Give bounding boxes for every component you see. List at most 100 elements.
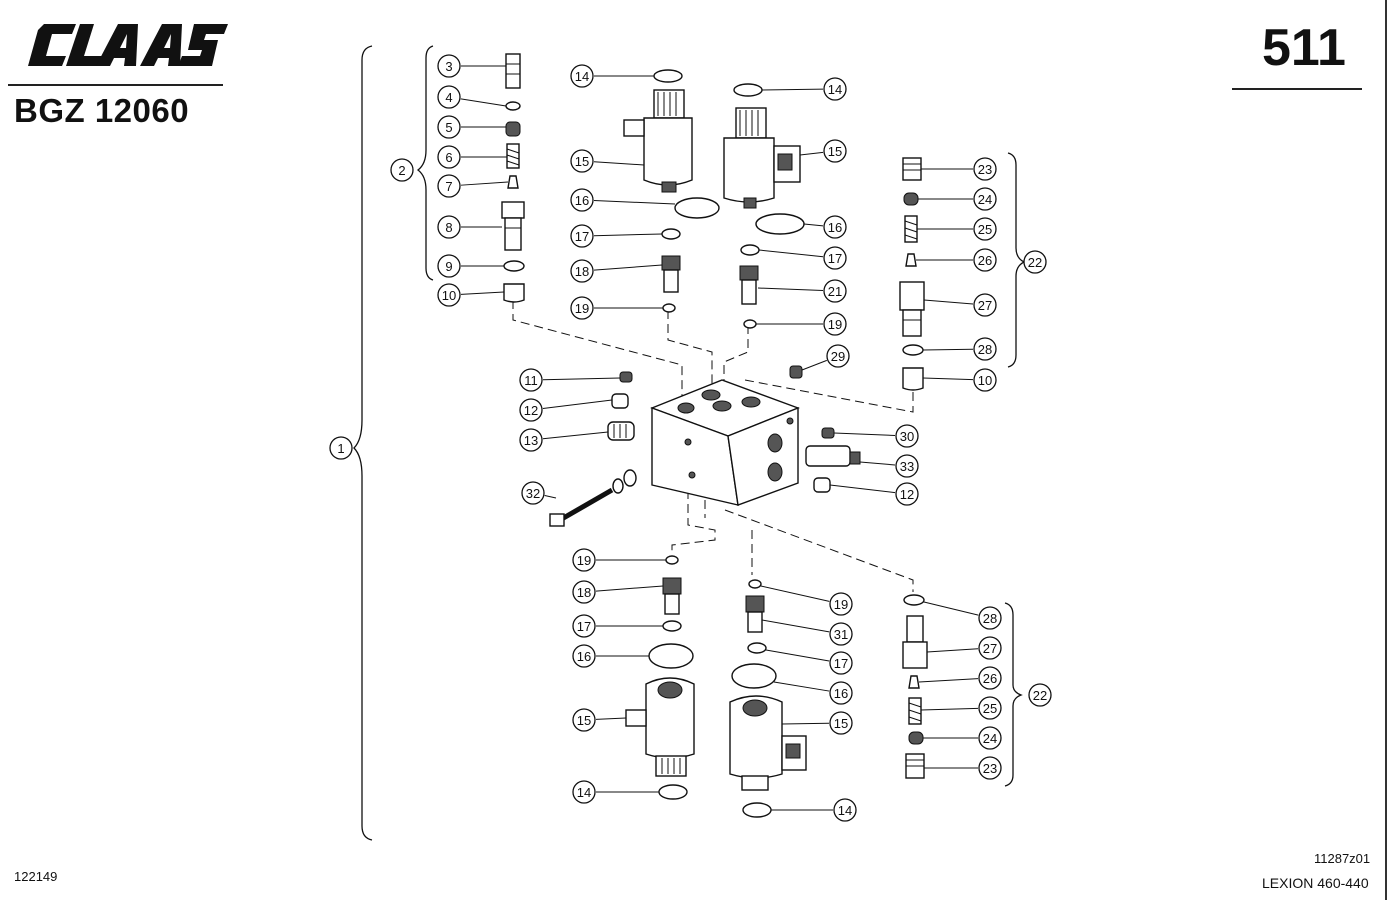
part-5-ball xyxy=(505,121,521,137)
callout-25: 25 xyxy=(973,217,997,241)
part-19-oring xyxy=(662,303,676,313)
header-divider xyxy=(8,84,223,86)
callout-16: 16 xyxy=(570,188,594,212)
leader-line-14 xyxy=(761,88,824,91)
leader-line-29 xyxy=(801,359,827,371)
part-23-plug xyxy=(902,157,922,181)
callout-22: 22 xyxy=(1023,250,1047,274)
callout-circle xyxy=(519,428,543,452)
callout-labels: 1234567891014151617181914151617211929232… xyxy=(329,54,1052,822)
callout-circle xyxy=(895,424,919,448)
part-32-bolt xyxy=(549,469,637,527)
assembly-line xyxy=(667,310,713,390)
callout-circle xyxy=(978,636,1002,660)
leader-line-28 xyxy=(922,348,974,351)
callout-number: 16 xyxy=(575,193,589,208)
leader-line-17 xyxy=(758,249,824,258)
callout-number: 12 xyxy=(900,487,914,502)
page-border xyxy=(1385,0,1387,900)
leader-line-10 xyxy=(922,377,974,381)
leader-line-18 xyxy=(595,585,664,592)
callout-circle xyxy=(978,666,1002,690)
leader-line-31 xyxy=(761,619,830,633)
callout-circle xyxy=(973,293,997,317)
callout-number: 14 xyxy=(838,803,852,818)
leader-line-17 xyxy=(765,649,830,662)
callout-number: 14 xyxy=(828,82,842,97)
callout-circle xyxy=(978,696,1002,720)
callout-number: 17 xyxy=(577,619,591,634)
assembly-bracket-22-top xyxy=(1007,152,1026,368)
callout-number: 3 xyxy=(445,59,452,74)
part-17-oring xyxy=(661,228,681,240)
callout-circle xyxy=(833,798,857,822)
callout-circle xyxy=(829,651,853,675)
callout-30: 30 xyxy=(895,424,919,448)
part-15-solenoid-top-left xyxy=(623,89,693,193)
callout-circle xyxy=(437,54,461,78)
leader-line-7 xyxy=(460,181,509,186)
part-6-spring xyxy=(506,143,520,169)
part-16-oring xyxy=(731,663,777,689)
callout-number: 14 xyxy=(577,785,591,800)
part-14-oring xyxy=(742,802,772,818)
leader-line-10 xyxy=(460,291,505,295)
callout-number: 7 xyxy=(445,179,452,194)
callout-32: 32 xyxy=(521,481,545,505)
callout-circle xyxy=(973,248,997,272)
callout-circle xyxy=(570,149,594,173)
callout-15: 15 xyxy=(823,139,847,163)
callout-10: 10 xyxy=(973,368,997,392)
callout-13: 13 xyxy=(519,428,543,452)
part-29-plug xyxy=(789,365,803,379)
callout-number: 15 xyxy=(577,713,591,728)
callout-circle xyxy=(829,711,853,735)
part-14-oring xyxy=(653,69,683,83)
callout-circle xyxy=(570,64,594,88)
callout-number: 22 xyxy=(1028,255,1042,270)
callout-number: 30 xyxy=(900,429,914,444)
part-4-oring xyxy=(505,101,521,111)
callout-number: 9 xyxy=(445,259,452,274)
callout-circle xyxy=(978,756,1002,780)
callout-circle xyxy=(895,454,919,478)
callout-number: 27 xyxy=(983,641,997,656)
part-25-spring xyxy=(904,215,918,243)
assembly-line xyxy=(671,490,716,555)
part-18-cartridge xyxy=(662,577,682,615)
leader-line-27 xyxy=(926,648,979,653)
part-15-solenoid-top-right xyxy=(723,107,801,209)
callout-6: 6 xyxy=(437,145,461,169)
leader-line-17 xyxy=(593,233,663,237)
callout-17: 17 xyxy=(829,651,853,675)
callout-number: 21 xyxy=(828,284,842,299)
callout-24: 24 xyxy=(973,187,997,211)
callout-19: 19 xyxy=(823,312,847,336)
callout-circle xyxy=(1028,683,1052,707)
part-13-fitting xyxy=(607,421,635,441)
part-28-oring xyxy=(902,344,924,356)
leader-line-4 xyxy=(460,98,507,107)
leader-lines xyxy=(460,65,979,811)
callout-number: 24 xyxy=(978,192,992,207)
page-number: 511 xyxy=(1262,19,1346,77)
part-18-cartridge xyxy=(661,255,681,293)
callout-16: 16 xyxy=(829,681,853,705)
callout-26: 26 xyxy=(973,248,997,272)
part-16-oring xyxy=(674,197,720,219)
callout-number: 10 xyxy=(978,373,992,388)
callout-31: 31 xyxy=(829,622,853,646)
callout-14: 14 xyxy=(570,64,594,88)
callout-circle xyxy=(823,279,847,303)
assembly-line xyxy=(744,379,914,413)
callout-23: 23 xyxy=(973,157,997,181)
part-12-plug xyxy=(813,477,831,493)
callout-number: 4 xyxy=(445,90,452,105)
callout-number: 24 xyxy=(983,731,997,746)
callout-circle xyxy=(390,158,414,182)
callout-circle xyxy=(829,622,853,646)
part-12-plug xyxy=(611,393,629,409)
callout-number: 19 xyxy=(828,317,842,332)
callout-circle xyxy=(973,217,997,241)
